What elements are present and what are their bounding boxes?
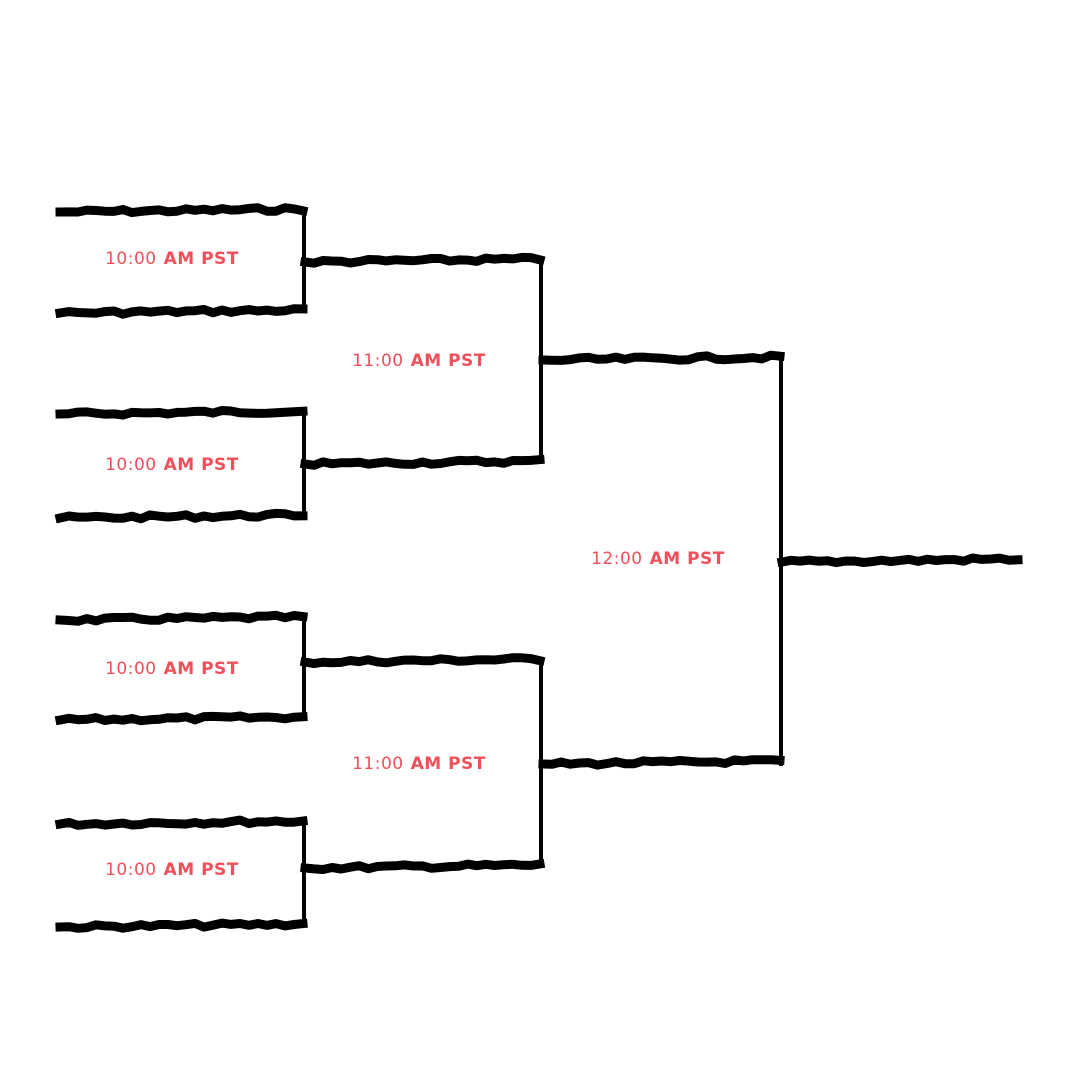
match-suffix: AM PST <box>163 860 239 880</box>
bracket-lines <box>54 203 1023 933</box>
match-time-r1-m3: 10:00 AM PST <box>105 659 239 679</box>
slot-line-champion <box>776 553 1023 568</box>
match-suffix: AM PST <box>410 754 486 774</box>
slot-line-r1-m3-bottom <box>54 711 308 726</box>
slot-line-r3-m1-top <box>538 350 785 365</box>
match-time-r2-m2: 11:00 AM PST <box>352 754 486 774</box>
match-hour: 10:00 <box>105 659 157 679</box>
match-time-r1-m1: 10:00 AM PST <box>105 249 239 269</box>
slot-line-r1-m1-bottom <box>54 304 308 319</box>
match-suffix: AM PST <box>163 455 239 475</box>
slot-line-r3-m1-bottom <box>538 755 785 770</box>
slot-line-r2-m1-top <box>299 252 546 268</box>
match-time-r1-m4: 10:00 AM PST <box>105 860 239 880</box>
match-time-r3-m1: 12:00 AM PST <box>591 549 725 569</box>
slot-line-r1-m2-top <box>55 406 308 420</box>
match-suffix: AM PST <box>410 351 486 371</box>
match-hour: 11:00 <box>352 351 404 371</box>
slot-line-r1-m1-top <box>55 203 309 218</box>
match-suffix: AM PST <box>163 249 239 269</box>
match-hour: 12:00 <box>591 549 643 569</box>
match-suffix: AM PST <box>163 659 239 679</box>
slot-line-r2-m1-bottom <box>299 454 545 470</box>
match-hour: 10:00 <box>105 860 157 880</box>
slot-line-r2-m2-top <box>299 653 546 669</box>
match-time-r1-m2: 10:00 AM PST <box>105 455 239 475</box>
match-hour: 10:00 <box>105 249 157 269</box>
slot-line-r1-m3-top <box>55 610 309 626</box>
slot-line-r1-m2-bottom <box>54 508 308 524</box>
slot-line-r1-m4-bottom <box>55 918 308 933</box>
match-hour: 11:00 <box>352 754 404 774</box>
slot-line-r2-m2-bottom <box>300 858 546 874</box>
match-hour: 10:00 <box>105 455 157 475</box>
match-suffix: AM PST <box>649 549 725 569</box>
slot-line-r1-m4-top <box>54 815 309 830</box>
match-time-r2-m1: 11:00 AM PST <box>352 351 486 371</box>
